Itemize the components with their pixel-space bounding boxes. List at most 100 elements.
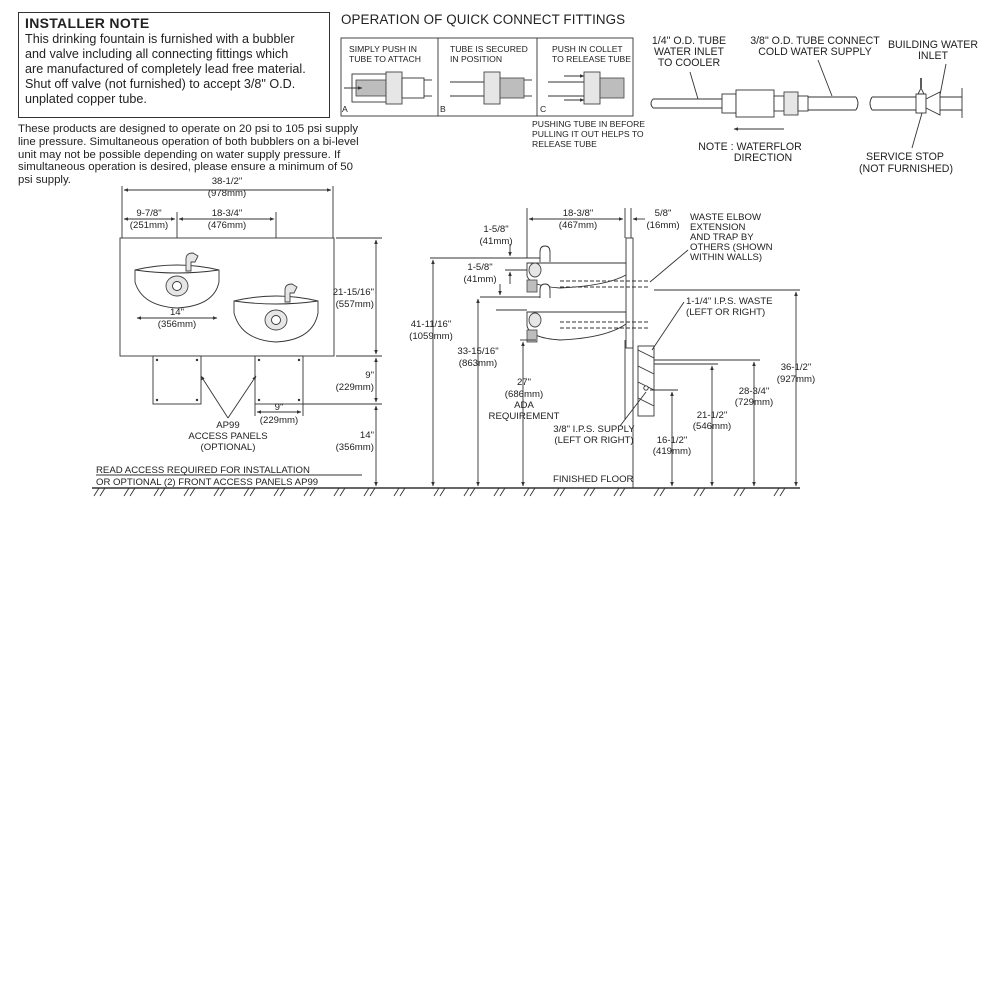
- installer-note-body: This drinking fountain is furnished with…: [25, 32, 306, 106]
- bowl-width-in: 14": [170, 307, 184, 318]
- waste-label-2: (LEFT OR RIGHT): [686, 307, 765, 318]
- drawing-shape: [869, 96, 873, 111]
- wall-offset-mm: (16mm): [646, 220, 679, 231]
- floor-clear-in: 14": [360, 430, 374, 441]
- waste-label-1: 1-1/4" I.P.S. WASTE: [686, 296, 773, 307]
- drawing-shape: [526, 279, 538, 293]
- drawing-shape: [650, 98, 654, 109]
- quick-connect-step-c: PUSH IN COLLET TO RELEASE TUBE C: [540, 44, 631, 114]
- d215-mm: (546mm): [693, 421, 731, 432]
- finished-floor: [92, 487, 800, 497]
- step-b-line2: IN POSITION: [450, 54, 502, 64]
- side-wall-plate: [625, 237, 634, 349]
- dimension-line: [817, 59, 833, 97]
- drawing-shape: [172, 281, 182, 291]
- drawing-shape: [735, 89, 775, 118]
- overall-h-mm: (1059mm): [409, 331, 453, 342]
- building-label-2: INLET: [918, 50, 949, 62]
- panels-label-2: ACCESS PANELS: [188, 431, 267, 442]
- depth-mm: (467mm): [559, 220, 597, 231]
- lower-h-in: 33-15/16": [457, 346, 498, 357]
- dimension-line: [689, 71, 699, 100]
- installer-note-box: INSTALLER NOTE This drinking fountain is…: [18, 12, 330, 118]
- pressure-note: These products are designed to operate o…: [18, 123, 359, 187]
- spacing-in: 18-3/4": [212, 208, 243, 219]
- drawing-shape: [257, 358, 261, 362]
- access-panel-right: [254, 355, 304, 405]
- service-stop-1: SERVICE STOP: [866, 151, 944, 163]
- installer-note-title: INSTALLER NOTE: [25, 15, 150, 31]
- supply-label-1: 3/8" I.P.S. SUPPLY: [553, 424, 635, 435]
- drawing-shape: [528, 312, 542, 328]
- step-a-line2: TUBE TO ATTACH: [349, 54, 421, 64]
- drawing-shape: [539, 283, 551, 298]
- floor-clear-mm: (356mm): [336, 442, 374, 453]
- connect-label-1: 3/8" O.D. TUBE CONNECT: [750, 35, 880, 47]
- drawing-shape: [195, 398, 199, 402]
- drawing-shape: [93, 487, 786, 497]
- step-c-letter: C: [540, 104, 546, 114]
- fitting-c-icon: [548, 71, 625, 105]
- d365-mm: (927mm): [777, 374, 815, 385]
- drawing-shape: [401, 77, 425, 99]
- lower-bowl-icon: [233, 283, 319, 343]
- service-stop-2: (NOT FURNISHED): [859, 163, 953, 175]
- drawing-shape: [526, 262, 627, 289]
- dimension-line: [649, 249, 689, 283]
- drawing-shape: [637, 345, 655, 417]
- waste-elbow-2: EXTENSION: [690, 222, 746, 233]
- step-c-line2: TO RELEASE TUBE: [552, 54, 631, 64]
- drawing-shape: [134, 269, 220, 274]
- flow-note-2: DIRECTION: [734, 152, 792, 164]
- d2875-mm: (729mm): [735, 397, 773, 408]
- building-label-1: BUILDING WATER: [888, 39, 978, 51]
- panel-height-mm: (229mm): [336, 382, 374, 393]
- waste-elbow-5: WITHIN WALLS): [690, 252, 762, 263]
- dimension-line: [651, 301, 685, 351]
- overall-width-in: 38-1/2": [212, 176, 243, 187]
- access-note-2: OR OPTIONAL (2) FRONT ACCESS PANELS AP99: [96, 477, 318, 488]
- step-a-line1: SIMPLY PUSH IN: [349, 44, 417, 54]
- dimension-line: [939, 63, 947, 96]
- upper-drop-in: 1-5/8": [483, 224, 508, 235]
- quick-connect-note-2: PULLING IT OUT HELPS TO: [532, 129, 644, 139]
- left-offset-mm: (251mm): [130, 220, 168, 231]
- drawing-shape: [284, 283, 298, 303]
- step-c-line1: PUSH IN COLLET: [552, 44, 623, 54]
- drawing-shape: [155, 398, 159, 402]
- overall-h-in: 41-11/16": [411, 319, 452, 330]
- upper-drop-mm: (41mm): [479, 236, 512, 247]
- inlet-label-2: WATER INLET: [654, 46, 725, 58]
- drawing-shape: [643, 385, 649, 391]
- panels-label-1: AP99: [216, 420, 239, 431]
- step-b-letter: B: [440, 104, 446, 114]
- finished-floor-label: FINISHED FLOOR: [553, 474, 634, 485]
- overall-width-mm: (978mm): [208, 188, 246, 199]
- fitting-a-icon: [344, 71, 432, 105]
- drawing-shape: [526, 329, 538, 343]
- access-panel-left: [152, 355, 202, 405]
- ada-in: 27": [517, 377, 531, 388]
- d365-in: 36-1/2": [781, 362, 812, 373]
- drawing-shape: [583, 71, 601, 105]
- lower-h-mm: (863mm): [459, 358, 497, 369]
- drawing-shape: [925, 91, 941, 116]
- waste-elbow-3: AND TRAP BY: [690, 232, 754, 243]
- d2875-in: 28-3/4": [739, 386, 770, 397]
- drawing-shape: [483, 71, 501, 105]
- waste-elbow-4: OTHERS (SHOWN: [690, 242, 773, 253]
- drawing-shape: [340, 37, 634, 117]
- dimension-line: [619, 391, 647, 427]
- supply-label-2: (LEFT OR RIGHT): [554, 435, 633, 446]
- d215-in: 21-1/2": [697, 410, 728, 421]
- drawing-shape: [797, 95, 809, 112]
- drawing-shape: [721, 93, 737, 114]
- drawing-shape: [499, 77, 525, 99]
- height-in: 21-15/16": [333, 287, 374, 298]
- drawing-shape: [385, 71, 403, 105]
- ada-requirement: REQUIREMENT: [489, 411, 560, 422]
- quick-connect-note-1: PUSHING TUBE IN BEFORE: [532, 119, 645, 129]
- depth-in: 18-3/8": [563, 208, 594, 219]
- quick-connect-title: OPERATION OF QUICK CONNECT FITTINGS: [341, 12, 626, 27]
